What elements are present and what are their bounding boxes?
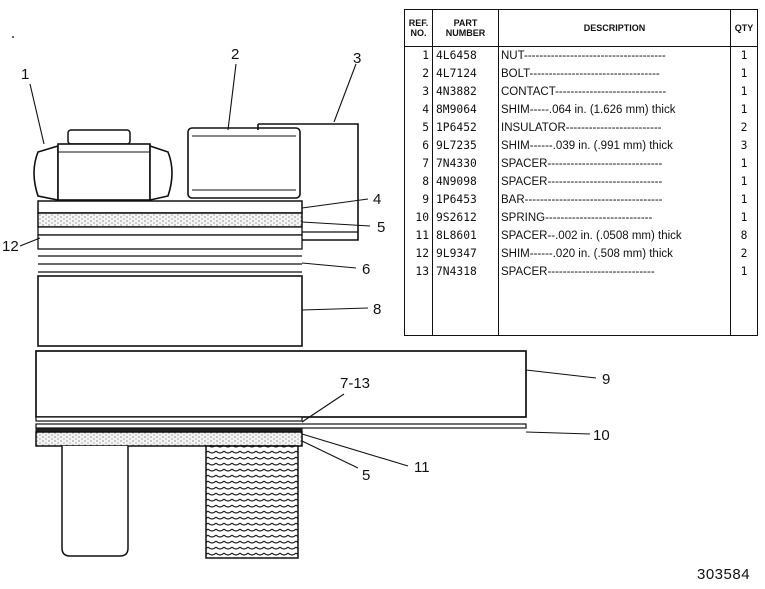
part-number-cell: 4N3882 [432,83,499,101]
qty-cell: 1 [740,103,748,116]
callout-12: 12 [2,238,19,255]
qty-cell: 1 [740,175,748,188]
description-cell: BOLT---------------------------------- [498,65,731,83]
description-cell: SPACER--.002 in. (.0508 mm) thick [498,227,731,245]
ref-cell: 4 [405,101,433,119]
description-cell: NUT------------------------------------- [498,46,731,65]
description-cell: SPRING---------------------------- [498,209,731,227]
qty-cell: 3 [740,139,748,152]
part-number-cell: 9L9347 [432,245,499,263]
ref-cell: 1 [405,46,433,65]
ref-cell: 6 [405,137,433,155]
header-qty: QTY [730,10,757,47]
nut-part [33,129,173,201]
contact-part [257,123,359,241]
filler-cell [405,281,433,335]
callout-9: 9 [602,371,610,388]
part-number-cell: 4N9098 [432,173,499,191]
callout-4: 4 [373,191,381,208]
qty-cell: 2 [740,121,748,134]
upper-stack [37,200,303,347]
ref-cell: 9 [405,191,433,209]
callout-11: 11 [414,459,430,476]
header-part-number: PART NUMBER [432,10,499,47]
bolt-shank-part [205,445,299,559]
description-cell: SHIM------.039 in. (.991 mm) thick [498,137,731,155]
callout-2: 2 [231,46,239,63]
ref-cell: 12 [405,245,433,263]
drawing-number: 303584 [697,566,751,583]
callout-5-upper: 5 [377,219,385,236]
callout-3: 3 [353,50,361,67]
header-ref-no: REF. NO. [405,10,433,47]
description-cell: SPACER---------------------------- [498,263,731,281]
description-cell: SHIM------.020 in. (.508 mm) thick [498,245,731,263]
part-number-cell: 4L6458 [432,46,499,65]
part-number-cell: 9S2612 [432,209,499,227]
lower-stack [35,416,527,447]
bar-part [35,350,527,418]
description-cell: SPACER------------------------------ [498,173,731,191]
description-cell: INSULATOR------------------------- [498,119,731,137]
part-number-cell: 1P6452 [432,119,499,137]
part-number-cell: 7N4330 [432,155,499,173]
ref-cell: 5 [405,119,433,137]
pin-part [61,446,129,557]
filler-cell [731,281,758,335]
filler-cell [498,281,731,335]
part-number-cell: 9L7235 [432,137,499,155]
qty-cell: 1 [740,67,748,80]
callout-1: 1 [21,66,29,83]
callout-5-lower: 5 [362,467,370,484]
ref-cell: 7 [405,155,433,173]
ref-cell: 10 [405,209,433,227]
qty-cell: 1 [740,265,748,278]
callout-8: 8 [373,301,381,318]
description-cell: SHIM-----.064 in. (1.626 mm) thick [498,101,731,119]
callout-10: 10 [593,427,610,444]
callout-7-13: 7-13 [340,375,370,392]
part-number-cell: 4L7124 [432,65,499,83]
table-filler-row [405,281,757,335]
ref-cell: 11 [405,227,433,245]
leader-lines [19,63,597,469]
qty-cell: 8 [740,229,748,242]
header-description: DESCRIPTION [498,10,731,47]
qty-cell: 1 [740,49,748,62]
ref-cell: 13 [405,263,433,281]
qty-cell: 1 [740,193,748,206]
qty-cell: 2 [740,247,748,260]
qty-cell: 1 [740,211,748,224]
ref-cell: 8 [405,173,433,191]
part-number-cell: 8L8601 [432,227,499,245]
description-cell: CONTACT----------------------------- [498,83,731,101]
bolt-head-part [187,127,301,199]
description-cell: SPACER------------------------------ [498,155,731,173]
callout-6: 6 [362,261,370,278]
part-number-cell: 1P6453 [432,191,499,209]
ref-cell: 2 [405,65,433,83]
ref-cell: 3 [405,83,433,101]
filler-cell [432,281,499,335]
part-number-cell: 8M9064 [432,101,499,119]
description-cell: BAR------------------------------------ [498,191,731,209]
qty-cell: 1 [740,157,748,170]
qty-cell: 1 [740,85,748,98]
part-number-cell: 7N4318 [432,263,499,281]
